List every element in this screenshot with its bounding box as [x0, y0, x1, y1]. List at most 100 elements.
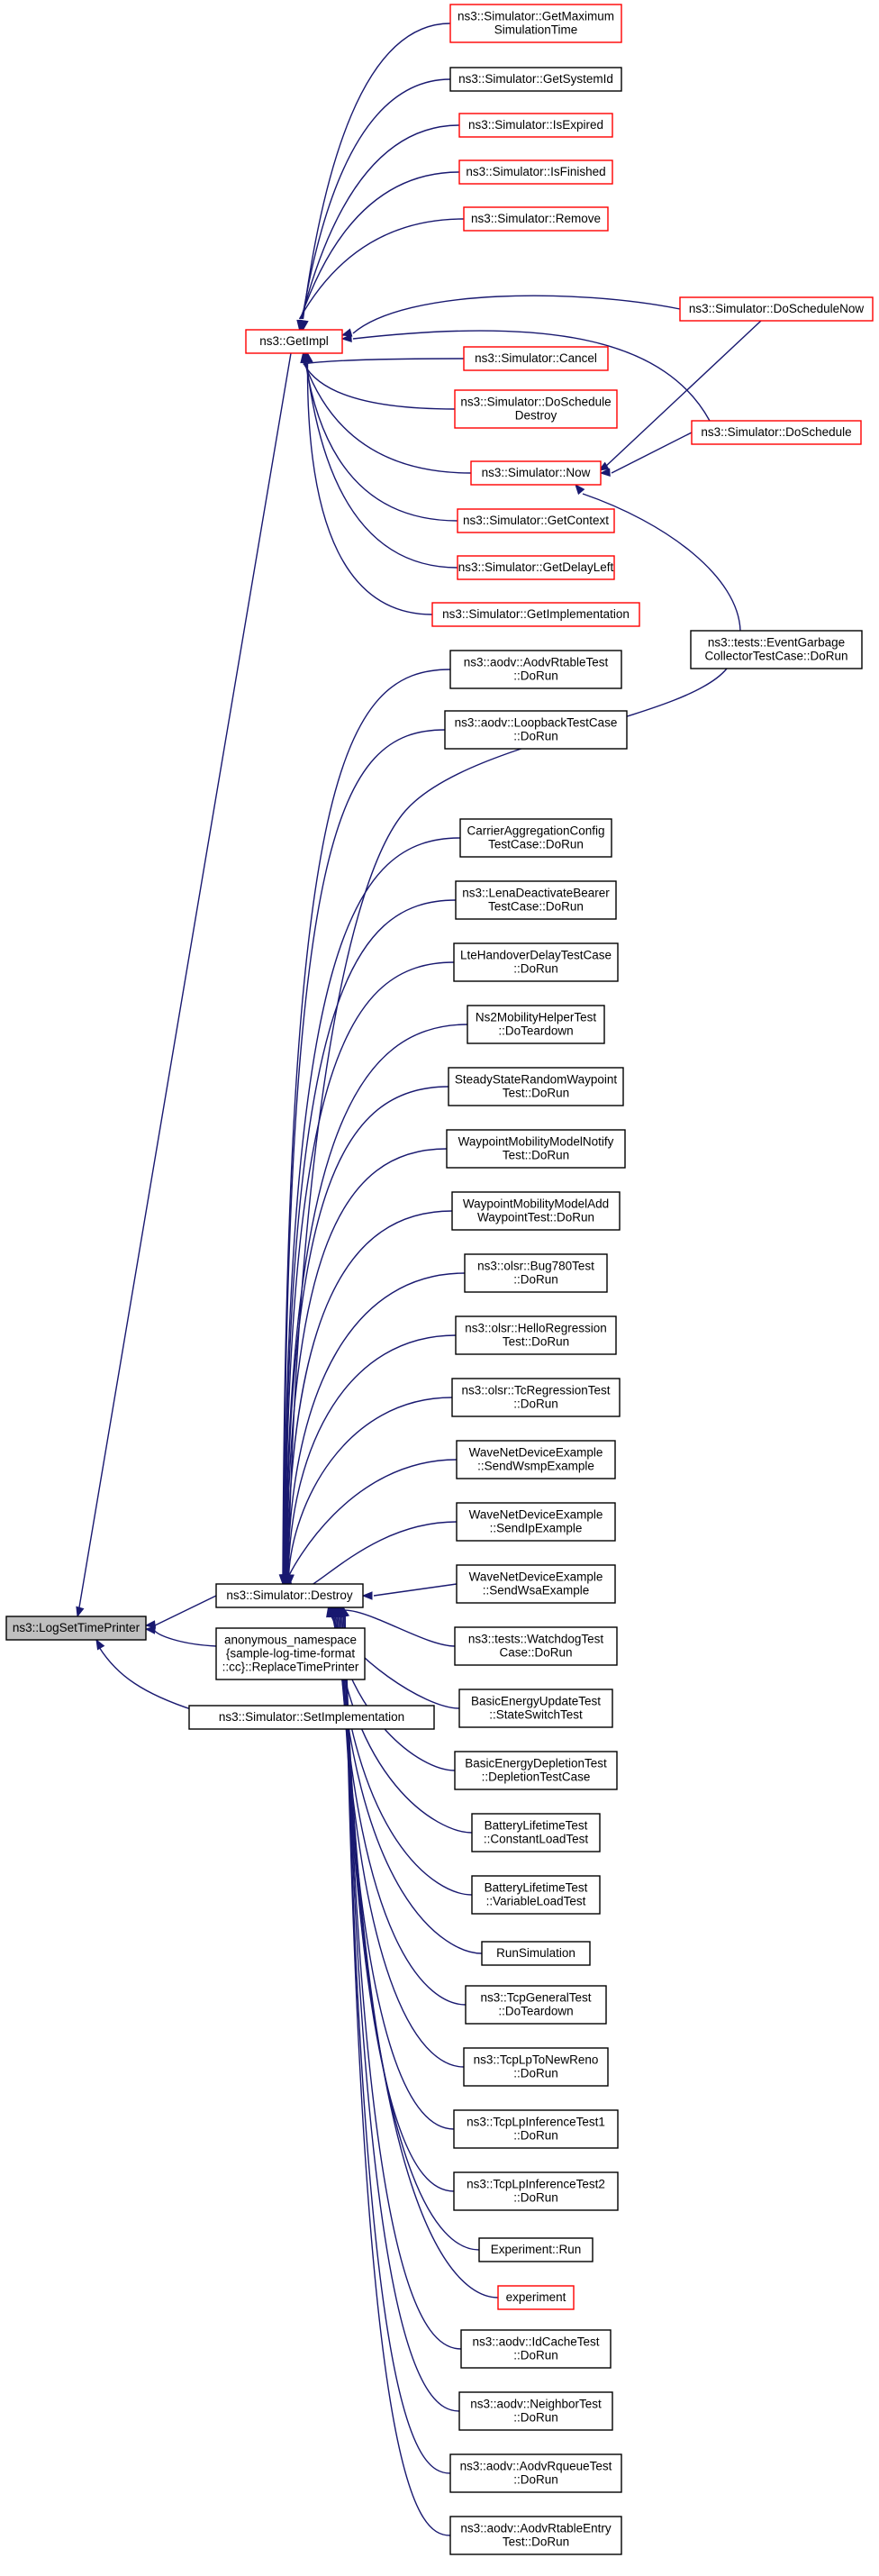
- node-c21[interactable]: RunSimulation: [481, 1941, 591, 1966]
- node-c15[interactable]: WaveNetDeviceExample::SendWsaExample: [456, 1564, 616, 1604]
- node-label: CarrierAggregationConfig: [467, 824, 604, 838]
- node-label: ns3::LogSetTimePrinter: [13, 1621, 140, 1634]
- node-label: ns3::aodv::AodvRtableTest: [464, 656, 609, 669]
- node-box: [449, 67, 622, 92]
- node-label: experiment: [506, 2290, 566, 2304]
- node-dosched[interactable]: ns3::Simulator::DoSchedule: [691, 420, 862, 445]
- node-getdelayleft[interactable]: ns3::Simulator::GetDelayLeft: [457, 555, 615, 580]
- edge-c11-destroy: [287, 1334, 457, 1576]
- node-label: ns3::Simulator::GetMaximum: [458, 10, 614, 23]
- node-c23[interactable]: ns3::TcpLpToNewReno::DoRun: [463, 2047, 609, 2087]
- node-box: [449, 2453, 622, 2493]
- node-label: RunSimulation: [496, 1946, 575, 1960]
- node-label: LteHandoverDelayTestCase: [460, 949, 612, 962]
- node-c05[interactable]: LteHandoverDelayTestCase::DoRun: [453, 942, 619, 982]
- node-getimplementation[interactable]: ns3::Simulator::GetImplementation: [431, 602, 640, 627]
- node-isfinished[interactable]: ns3::Simulator::IsFinished: [458, 159, 613, 185]
- node-label: ns3::LenaDeactivateBearer: [462, 887, 610, 900]
- edge-doschednow-now: [603, 320, 762, 469]
- edge-isfinished-getimpl: [299, 171, 460, 320]
- node-remove[interactable]: ns3::Simulator::Remove: [463, 206, 609, 232]
- node-label: Test::DoRun: [503, 1335, 569, 1349]
- edge-c13-destroy: [288, 1459, 458, 1576]
- edge-c09-destroy: [286, 1210, 453, 1576]
- node-c20[interactable]: BatteryLifetimeTest::VariableLoadTest: [471, 1875, 601, 1915]
- node-c30[interactable]: ns3::aodv::AodvRqueueTest::DoRun: [449, 2453, 622, 2493]
- node-label: ns3::Simulator::DoSchedule: [701, 425, 851, 439]
- node-eventgarbage[interactable]: ns3::tests::EventGarbageCollectorTestCas…: [690, 630, 863, 669]
- node-label: ns3::Simulator::DoSchedule: [460, 396, 611, 409]
- node-getsysid[interactable]: ns3::Simulator::GetSystemId: [449, 67, 622, 92]
- node-c28[interactable]: ns3::aodv::IdCacheTest::DoRun: [460, 2329, 612, 2369]
- edge-c26-destroy: [342, 1616, 480, 2251]
- node-label: ns3::aodv::AodvRtableEntry: [460, 2522, 612, 2535]
- node-label: BatteryLifetimeTest: [485, 1881, 588, 1895]
- node-replace[interactable]: anonymous_namespace{sample-log-time-form…: [215, 1627, 366, 1680]
- node-c25[interactable]: ns3::TcpLpInferenceTest2::DoRun: [453, 2171, 619, 2211]
- node-c10[interactable]: ns3::olsr::Bug780Test::DoRun: [464, 1253, 608, 1293]
- node-setimpl[interactable]: ns3::Simulator::SetImplementation: [188, 1705, 435, 1730]
- node-c17[interactable]: BasicEnergyUpdateTest::StateSwitchTest: [458, 1689, 613, 1728]
- node-c13[interactable]: WaveNetDeviceExample::SendWsmpExample: [456, 1440, 616, 1479]
- node-box: [456, 1564, 616, 1604]
- node-box: [431, 602, 640, 627]
- node-box: [471, 1813, 601, 1852]
- node-c06[interactable]: Ns2MobilityHelperTest::DoTeardown: [467, 1005, 605, 1044]
- node-c24[interactable]: ns3::TcpLpInferenceTest1::DoRun: [453, 2109, 619, 2149]
- node-label: Destroy: [515, 409, 557, 423]
- node-c02[interactable]: ns3::aodv::LoopbackTestCase::DoRun: [444, 710, 628, 750]
- node-c22[interactable]: ns3::TcpGeneralTest::DoTeardown: [465, 1985, 607, 2025]
- node-c26[interactable]: Experiment::Run: [478, 2237, 594, 2262]
- node-box: [458, 159, 613, 185]
- edge-getdelayleft-getimpl: [305, 363, 458, 569]
- edge-c15-destroy: [373, 1583, 458, 1597]
- node-label: SimulationTime: [494, 23, 578, 37]
- node-logset[interactable]: ns3::LogSetTimePrinter: [5, 1616, 147, 1641]
- node-isexpired[interactable]: ns3::Simulator::IsExpired: [458, 113, 613, 138]
- node-cancel[interactable]: ns3::Simulator::Cancel: [463, 346, 609, 371]
- node-label: Test::DoRun: [503, 1087, 569, 1100]
- node-getcontext[interactable]: ns3::Simulator::GetContext: [457, 508, 615, 533]
- node-label: ns3::Simulator::GetContext: [463, 514, 609, 527]
- node-doschednow[interactable]: ns3::Simulator::DoScheduleNow: [679, 296, 874, 322]
- node-box: [458, 1689, 613, 1728]
- node-box: [455, 880, 617, 920]
- edge-c07-destroy: [285, 1086, 449, 1576]
- node-destroy[interactable]: ns3::Simulator::Destroy: [215, 1583, 364, 1608]
- node-c09[interactable]: WaypointMobilityModelAddWaypointTest::Do…: [451, 1191, 621, 1231]
- node-c19[interactable]: BatteryLifetimeTest::ConstantLoadTest: [471, 1813, 601, 1852]
- node-c14[interactable]: WaveNetDeviceExample::SendIpExample: [456, 1502, 616, 1542]
- node-label: ns3::Simulator::GetDelayLeft: [458, 560, 614, 574]
- node-c12[interactable]: ns3::olsr::TcRegressionTest::DoRun: [451, 1378, 621, 1417]
- node-box: [215, 1583, 364, 1608]
- node-label: ns3::Simulator::Remove: [471, 212, 601, 225]
- edge-c10-destroy: [286, 1272, 466, 1576]
- edge-c28-destroy: [344, 1616, 462, 2350]
- edge-setimpl-logset: [98, 1646, 195, 1711]
- node-label: ns3::TcpLpInferenceTest1: [467, 2116, 605, 2129]
- node-label: ns3::Simulator::IsFinished: [466, 165, 605, 178]
- node-box: [690, 630, 863, 669]
- node-label: ::DoRun: [513, 2129, 558, 2143]
- node-now[interactable]: ns3::Simulator::Now: [470, 460, 602, 486]
- edge-eventgarbage-now-arrowhead: [575, 483, 585, 496]
- node-c01[interactable]: ns3::aodv::AodvRtableTest::DoRun: [449, 650, 622, 689]
- node-c18[interactable]: BasicEnergyDepletionTest::DepletionTestC…: [454, 1751, 618, 1790]
- edge-getsysid-getimpl: [301, 78, 451, 320]
- node-label: ns3::GetImpl: [259, 334, 329, 348]
- node-getimpl[interactable]: ns3::GetImpl: [245, 329, 343, 354]
- node-c29[interactable]: ns3::aodv::NeighborTest::DoRun: [458, 2391, 613, 2431]
- edge-doschednow-getimpl: [352, 295, 681, 334]
- node-box: [463, 346, 609, 371]
- node-c27[interactable]: experiment: [497, 2285, 575, 2310]
- edge-c31-destroy-arrowhead: [340, 1606, 349, 1618]
